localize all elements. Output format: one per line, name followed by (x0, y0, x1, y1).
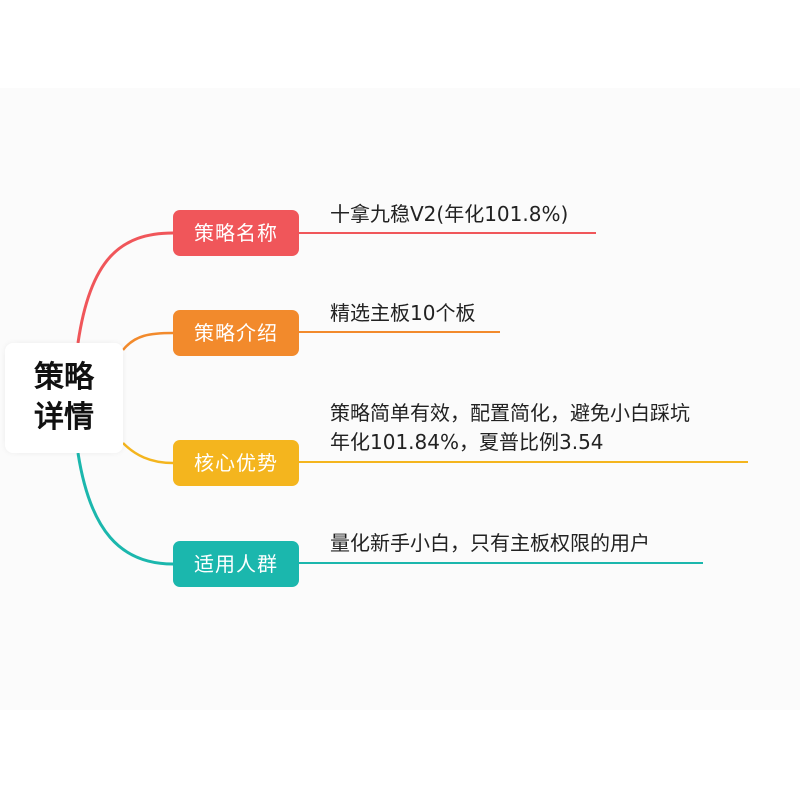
root-node[interactable]: 策略 详情 (5, 343, 123, 453)
branch-node-strategy-name[interactable]: 策略名称 (173, 210, 299, 256)
root-label: 策略 详情 (32, 358, 96, 438)
branch-node-target-users[interactable]: 适用人群 (173, 541, 299, 587)
detail-strategy-name: 十拿九稳V2(年化101.8%) (330, 202, 569, 226)
connector-target-users (76, 452, 174, 566)
connector-strategy-name (76, 231, 174, 344)
detail-core-advantage-line2: 年化101.84%，夏普比例3.54 (330, 430, 604, 454)
detail-strategy-intro: 精选主板10个板 (330, 301, 476, 325)
root-label-line1: 策略 (34, 360, 94, 395)
connector-core-advantage (122, 442, 174, 465)
detail-target-users: 量化新手小白，只有主板权限的用户 (330, 531, 650, 555)
root-label-line2: 详情 (34, 400, 94, 435)
mindmap-canvas (0, 88, 800, 710)
connector-strategy-intro (122, 331, 174, 351)
branch-node-strategy-intro[interactable]: 策略介绍 (173, 310, 299, 356)
detail-core-advantage-line1: 策略简单有效，配置简化，避免小白踩坑 (330, 401, 690, 425)
branch-node-core-advantage[interactable]: 核心优势 (173, 440, 299, 486)
